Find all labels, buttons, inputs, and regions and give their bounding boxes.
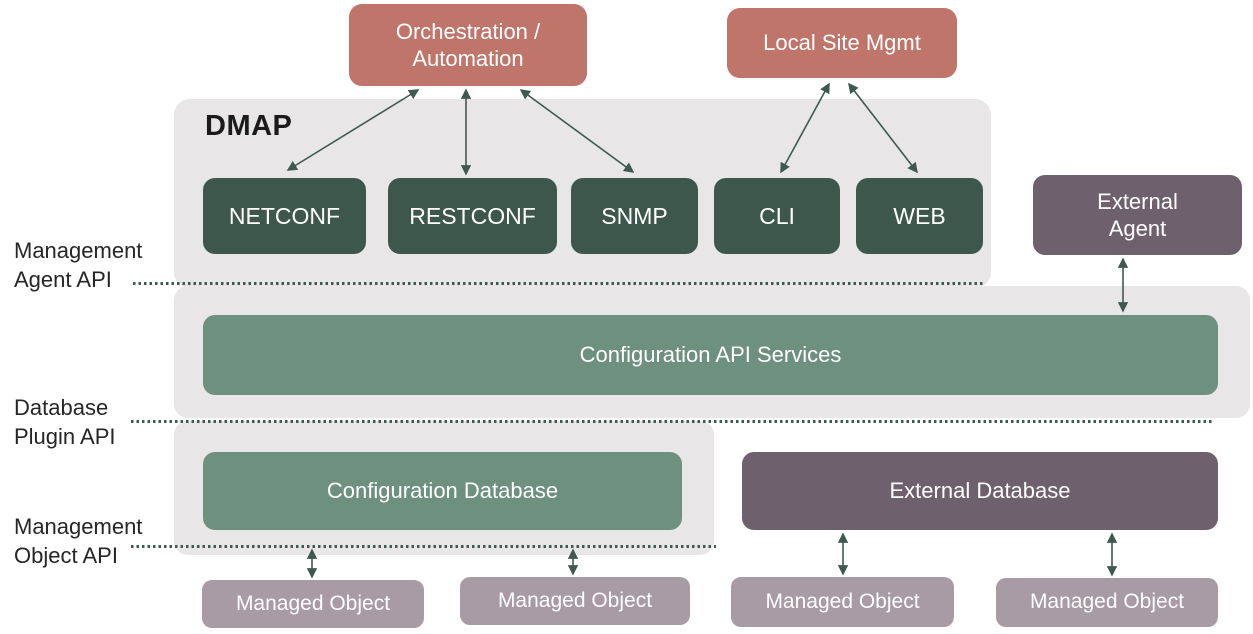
managed-object-4: Managed Object [996, 578, 1218, 627]
dmap-title: DMAP [205, 110, 293, 142]
managed-object-2: Managed Object [460, 577, 690, 625]
management-agent-api-line [133, 282, 984, 285]
management-agent-api-label: Management Agent API [14, 238, 143, 293]
protocol-cli: CLI [714, 178, 840, 254]
managed-object-1: Managed Object [202, 580, 424, 628]
configuration-database-node: Configuration Database [203, 452, 682, 530]
protocol-restconf: RESTCONF [388, 178, 557, 254]
management-object-api-label: Management Object API [14, 514, 143, 569]
protocol-snmp: SNMP [571, 178, 698, 254]
managed-object-3: Managed Object [731, 577, 954, 627]
local-site-mgmt-node: Local Site Mgmt [727, 8, 957, 78]
protocol-web: WEB [856, 178, 983, 254]
external-agent-node: External Agent [1033, 175, 1242, 255]
external-database-node: External Database [742, 452, 1218, 530]
configuration-api-services-node: Configuration API Services [203, 315, 1218, 395]
protocol-netconf: NETCONF [203, 178, 366, 254]
management-object-api-line [131, 545, 716, 548]
database-plugin-api-label: Database Plugin API [14, 395, 116, 450]
database-plugin-api-line [131, 420, 1213, 423]
orchestration-automation-node: Orchestration / Automation [349, 4, 587, 86]
